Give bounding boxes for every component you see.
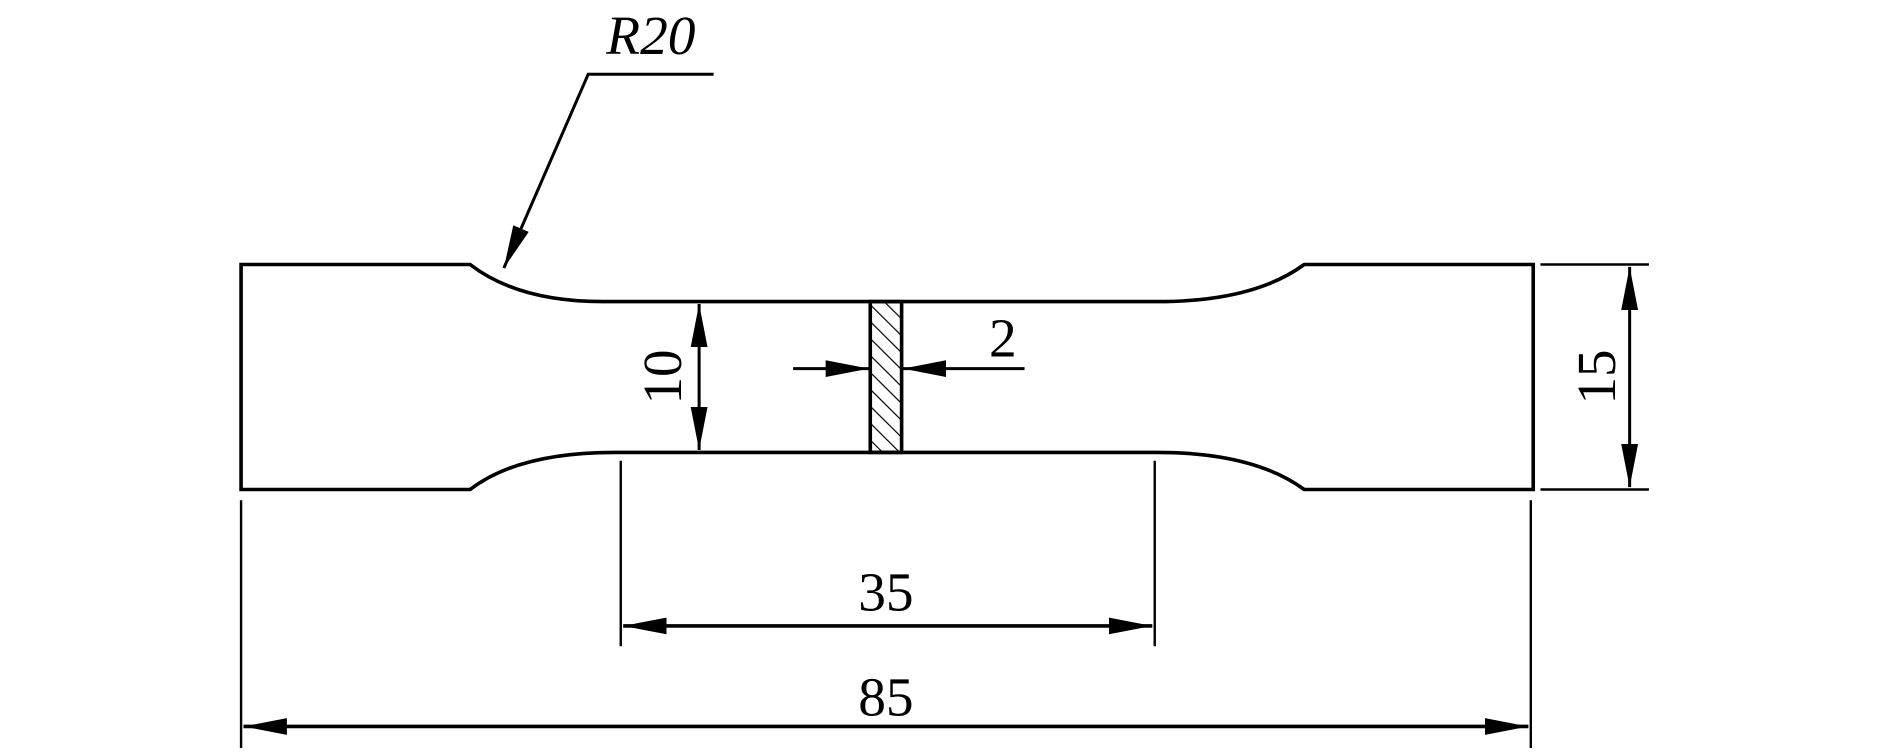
total-length-label: 85: [858, 667, 913, 728]
radius-callout: R20: [502, 5, 714, 269]
weld-width-dimension: 2: [793, 308, 1025, 377]
weld-width-label: 2: [989, 308, 1017, 369]
gauge-width-dimension: 10: [632, 303, 708, 451]
grip-width-dimension: 15: [1540, 263, 1649, 491]
gauge-length-label: 35: [858, 562, 913, 623]
gauge-width-label: 10: [632, 349, 693, 404]
specimen-outline: [239, 262, 1536, 492]
weld-zone-hatch: [868, 299, 904, 455]
total-length-dimension: 85: [239, 500, 1533, 749]
grip-width-label: 15: [1566, 349, 1627, 404]
gauge-length-dimension: 35: [619, 460, 1156, 647]
radius-label: R20: [605, 5, 695, 66]
